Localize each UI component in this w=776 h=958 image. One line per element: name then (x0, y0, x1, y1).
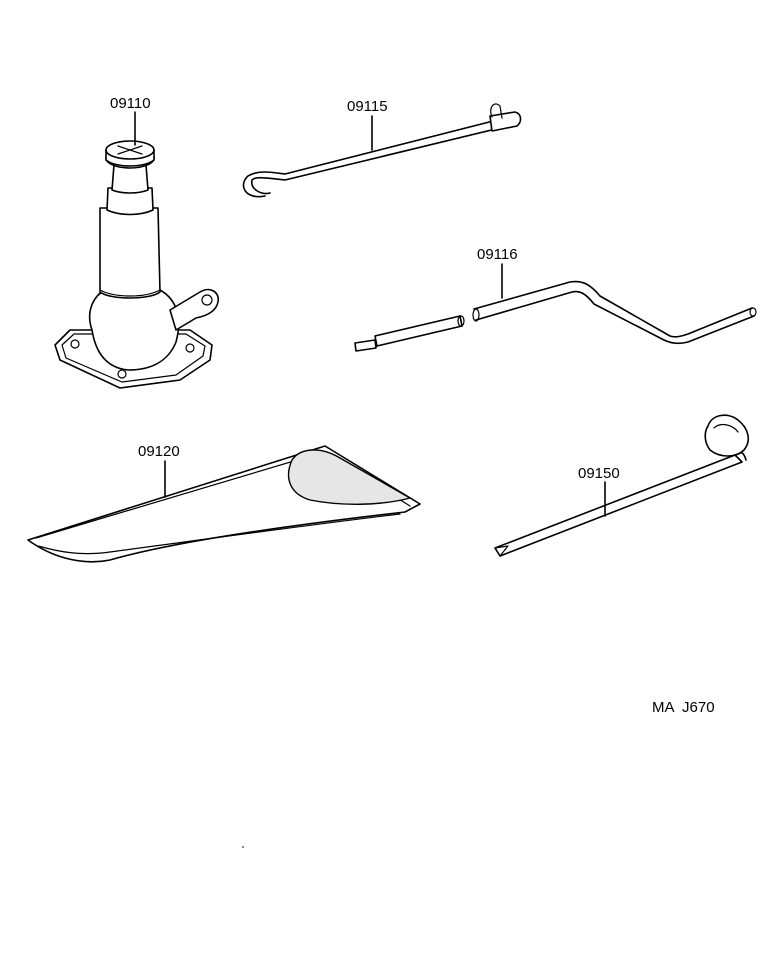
part-number-09115: 09115 (347, 98, 388, 115)
wheel-nut-wrench-illustration (494, 414, 750, 557)
stray-dot (242, 846, 244, 848)
tool-bag-illustration (27, 445, 421, 563)
jack-handle-illustration (242, 103, 522, 198)
diagram-code: MA J670 (652, 699, 715, 716)
part-number-09110: 09110 (110, 95, 151, 112)
jack-handle-extension-illustration (354, 263, 757, 352)
jack-illustration (54, 111, 220, 389)
part-number-09150: 09150 (578, 465, 620, 482)
part-number-09120: 09120 (138, 443, 180, 460)
part-number-09116: 09116 (477, 246, 518, 263)
